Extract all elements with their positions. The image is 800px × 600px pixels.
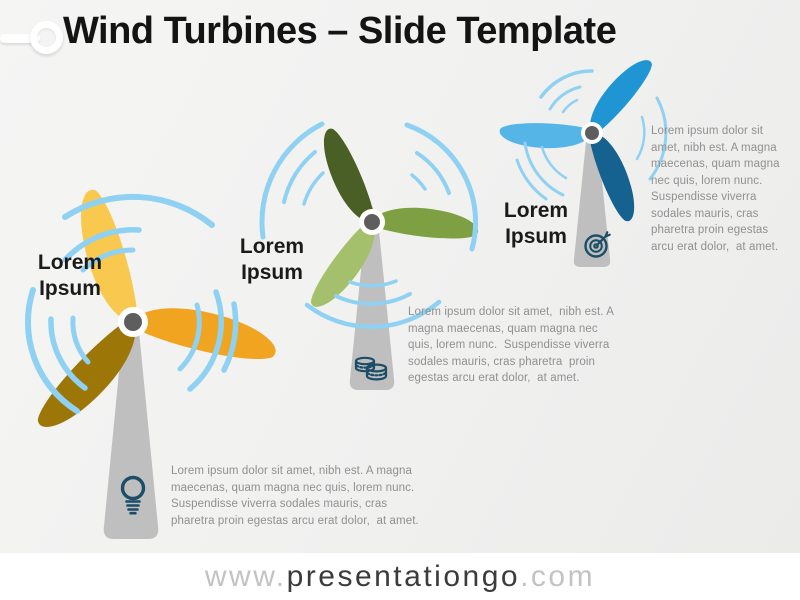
blue-turbine-graphic [499,60,668,267]
blade-left [310,220,375,307]
footer-com: .com [520,559,596,593]
slide-title: Wind Turbines – Slide Template [63,10,617,52]
blade-right [590,132,635,222]
coins-icon [354,356,388,381]
body-text-blue-turbine: Lorem ipsum dolor sit amet, nibh est. A … [651,125,780,253]
hub-center [124,313,142,331]
label-green-turbine: Lorem Ipsum [239,235,305,284]
blade-left [499,123,593,149]
turbine-rotor [499,60,652,222]
blade-up [323,128,375,223]
pin-bar-icon [0,34,40,43]
label-blue-turbine: Lorem Ipsum [503,199,569,248]
hub-center [585,126,599,140]
footer-website-link[interactable]: www. presentationgo .com [205,560,595,594]
target-icon [584,231,611,258]
rotation-arcs [515,69,668,201]
green-turbine-graphic [259,121,479,390]
lightbulb-icon [120,475,146,515]
hub-center [364,214,380,230]
pin-ring-icon [30,21,63,54]
body-text-green-turbine: Lorem ipsum dolor sit amet, nibh est. A … [408,306,614,384]
rotation-arcs [259,121,479,330]
footer-www: www. [204,559,287,593]
label-yellow-turbine: Lorem Ipsum [37,251,103,300]
turbine-tower [349,226,395,390]
slide-background: Wind Turbines – Slide Template [0,0,800,553]
rotation-arcs [24,193,239,414]
yellow-turbine-graphic [24,189,276,539]
turbine-tower [573,137,611,267]
blade-right [371,207,478,239]
turbine-rotor [310,128,478,307]
blade-right [132,308,276,359]
footer-domain: presentationgo [286,559,521,593]
footer-bar: www. presentationgo .com [0,553,800,600]
blade-up [590,60,652,135]
body-text-yellow-turbine: Lorem ipsum dolor sit amet, nibh est. A … [171,465,419,527]
